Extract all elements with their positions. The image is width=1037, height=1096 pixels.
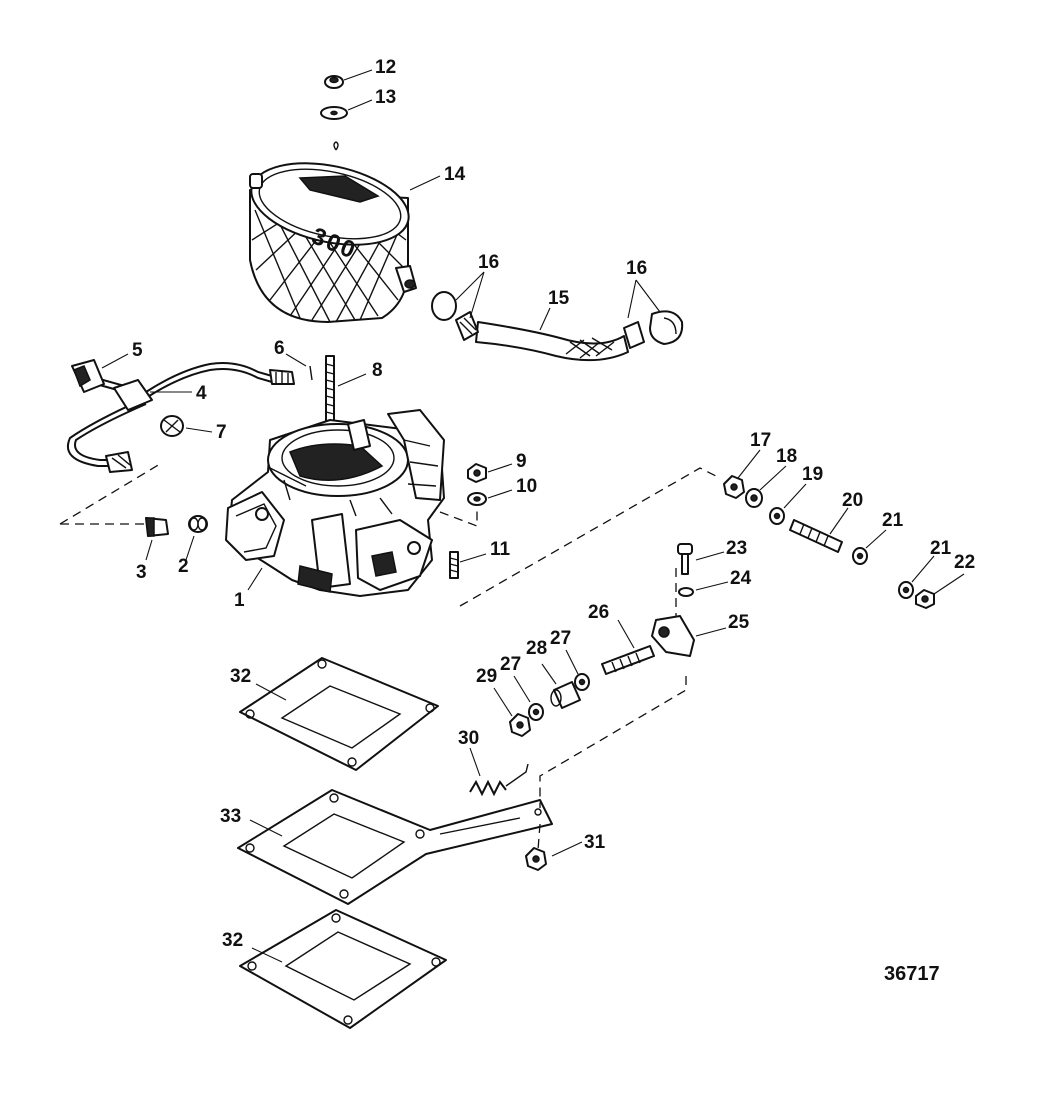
washer-24 [678,587,694,597]
vent-hose-15 [475,321,629,362]
callout-16-right: 16 [626,258,647,279]
washer-19 [769,507,785,525]
assembly-lines [59,463,721,851]
stud-11 [449,551,459,579]
gasket-32-lower [239,909,447,1029]
callout-15: 15 [548,288,570,309]
spring-2 [188,515,208,533]
callout-18: 18 [776,446,797,467]
spring-30 [469,763,529,797]
callout-5: 5 [132,340,143,361]
callout-8: 8 [372,360,383,381]
fuel-filter-7 [160,415,184,437]
callout-22: 22 [954,552,975,573]
washer-13 [320,106,348,120]
screw-23 [677,543,693,575]
callout-7: 7 [216,422,227,443]
washer-10 [467,492,487,506]
callout-17: 17 [750,430,771,451]
washer-21-upper [852,547,868,565]
callout-19: 19 [802,464,823,485]
washer-27-right [574,673,590,691]
nut-12 [324,75,344,89]
nut-9 [467,463,487,483]
callout-26: 26 [588,602,609,623]
nut-29 [509,713,531,737]
gasket-6 [309,365,313,381]
callout-16-left: 16 [478,252,499,273]
stud-26 [601,645,655,675]
callout-12: 12 [375,57,396,78]
bracket-25 [651,615,695,657]
callout-21-lower: 21 [930,538,952,559]
hose-clamp-16-right [623,310,684,349]
washer-27-left [528,703,544,721]
washer-21-lower [898,581,914,599]
callout-27-right: 27 [550,628,571,649]
leader-lines [101,69,965,963]
callout-24: 24 [730,568,752,589]
callout-23: 23 [726,538,747,559]
hose-clamp-16-left [431,291,479,341]
callout-4: 4 [196,383,207,404]
callout-31: 31 [584,832,606,853]
carburetor-1 [225,409,445,597]
callout-32-lower: 32 [222,930,243,951]
spacer-28 [550,681,581,709]
callout-25: 25 [728,612,750,633]
lockwasher-18 [745,488,763,508]
reference-number: 36717 [884,963,940,985]
callout-20: 20 [842,490,863,511]
gasket-32-upper [239,657,439,771]
callout-3: 3 [136,562,147,583]
stud-20 [789,519,843,553]
nut-22 [915,589,935,609]
callout-28: 28 [526,638,547,659]
stud-8 [325,355,335,427]
fuel-line-4 [67,362,295,473]
filter-plug-3 [145,517,169,537]
callout-33: 33 [220,806,241,827]
air-cleaner-14: 300 [249,141,417,323]
nut-17 [723,475,745,499]
callout-29: 29 [476,666,497,687]
callout-2: 2 [178,556,189,577]
callout-14: 14 [444,164,466,185]
callout-30: 30 [458,728,479,749]
callout-21-upper: 21 [882,510,904,531]
callout-10: 10 [516,476,537,497]
spacer-plate-33 [237,789,553,905]
callout-13: 13 [375,87,396,108]
callout-9: 9 [516,451,527,472]
callout-27-left: 27 [500,654,521,675]
callout-32-upper: 32 [230,666,251,687]
callout-6: 6 [274,338,285,359]
callout-labels: 12 13 14 16 15 16 5 6 8 4 7 9 10 3 2 11 … [132,57,975,985]
fitting-5 [71,359,105,393]
callout-11: 11 [490,539,511,560]
callout-1: 1 [234,590,245,611]
nut-31 [525,847,547,871]
